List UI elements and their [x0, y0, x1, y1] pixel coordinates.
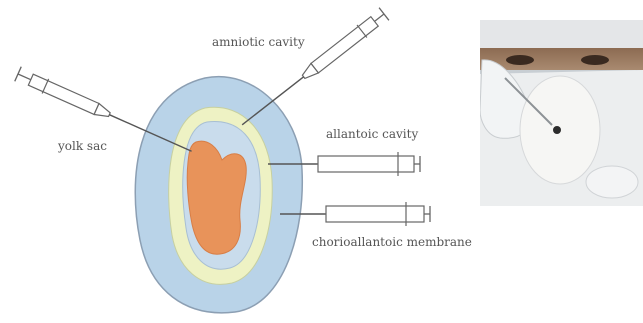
label-chorioallantoic-membrane: chorioallantoic membrane [312, 235, 472, 249]
injection-photo [480, 20, 643, 206]
syringe-chorioallantoic [280, 202, 430, 226]
embryo [187, 141, 246, 254]
label-allantoic-cavity: allantoic cavity [326, 127, 418, 141]
label-amniotic-cavity: amniotic cavity [212, 35, 305, 49]
label-yolk-sac: yolk sac [57, 139, 107, 153]
